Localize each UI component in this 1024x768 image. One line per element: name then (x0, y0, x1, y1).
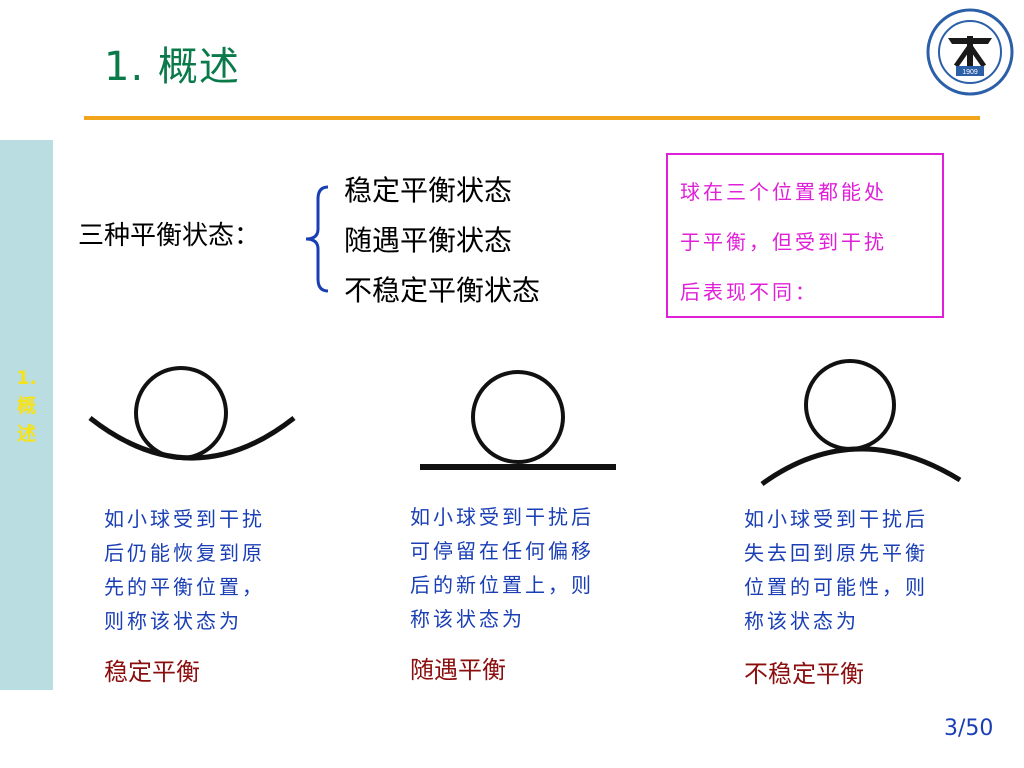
description-line: 后的新位置上，则 (410, 573, 594, 597)
description-line: 如小球受到干扰后 (410, 505, 594, 529)
description-line: 位置的可能性，则 (744, 575, 928, 599)
note-line: 后表现不同： (680, 280, 818, 304)
title-underline (84, 116, 980, 120)
slide-title: 1. 概述 (104, 44, 240, 90)
neutral-verdict: 随遇平衡 (410, 656, 506, 684)
ball-icon (804, 359, 896, 451)
stable-description: 如小球受到干扰 后仍能恢复到原 先的平衡位置， 则称该状态为 (104, 502, 265, 638)
note-line: 球在三个位置都能处 (680, 180, 887, 204)
note-box: 球在三个位置都能处 于平衡，但受到干扰 后表现不同： (666, 153, 944, 318)
ball-icon (134, 366, 228, 460)
convex-surface (760, 446, 962, 487)
side-strip (0, 140, 53, 690)
state-list: 稳定平衡状态 随遇平衡状态 不稳定平衡状态 (344, 166, 540, 316)
state-item: 不稳定平衡状态 (344, 274, 541, 307)
description-line: 失去回到原先平衡 (744, 541, 928, 565)
concave-surface (88, 416, 296, 461)
description-line: 如小球受到干扰后 (744, 507, 928, 531)
description-line: 称该状态为 (410, 607, 525, 631)
description-line: 可停留在任何偏移 (410, 539, 594, 563)
description-line: 称该状态为 (744, 609, 859, 633)
unstable-verdict: 不稳定平衡 (744, 660, 864, 688)
note-line: 于平衡，但受到干扰 (680, 230, 887, 254)
description-line: 则称该状态为 (104, 609, 242, 633)
description-line: 先的平衡位置， (104, 575, 265, 599)
page-number: 3/50 (944, 716, 994, 741)
stable-equilibrium-diagram (88, 366, 296, 461)
university-seal-icon: 1909 (926, 8, 1014, 96)
neutral-equilibrium-diagram (420, 370, 616, 470)
side-label-line: 概 (16, 395, 36, 417)
logo-year: 1909 (962, 69, 978, 76)
side-label-line: 述 (16, 423, 36, 445)
unstable-description: 如小球受到干扰后 失去回到原先平衡 位置的可能性，则 称该状态为 (744, 502, 928, 638)
ball-icon (471, 370, 565, 464)
side-label: 1. 概 述 (0, 364, 53, 448)
intro-label: 三种平衡状态： (78, 221, 261, 251)
description-line: 如小球受到干扰 (104, 507, 265, 531)
description-line: 后仍能恢复到原 (104, 541, 265, 565)
state-item: 稳定平衡状态 (344, 174, 513, 207)
side-label-line: 1. (16, 367, 37, 389)
neutral-description: 如小球受到干扰后 可停留在任何偏移 后的新位置上，则 称该状态为 (410, 500, 594, 636)
state-item: 随遇平衡状态 (344, 224, 513, 257)
unstable-equilibrium-diagram (760, 359, 962, 487)
stable-verdict: 稳定平衡 (104, 658, 200, 686)
curly-brace-icon (305, 185, 329, 293)
